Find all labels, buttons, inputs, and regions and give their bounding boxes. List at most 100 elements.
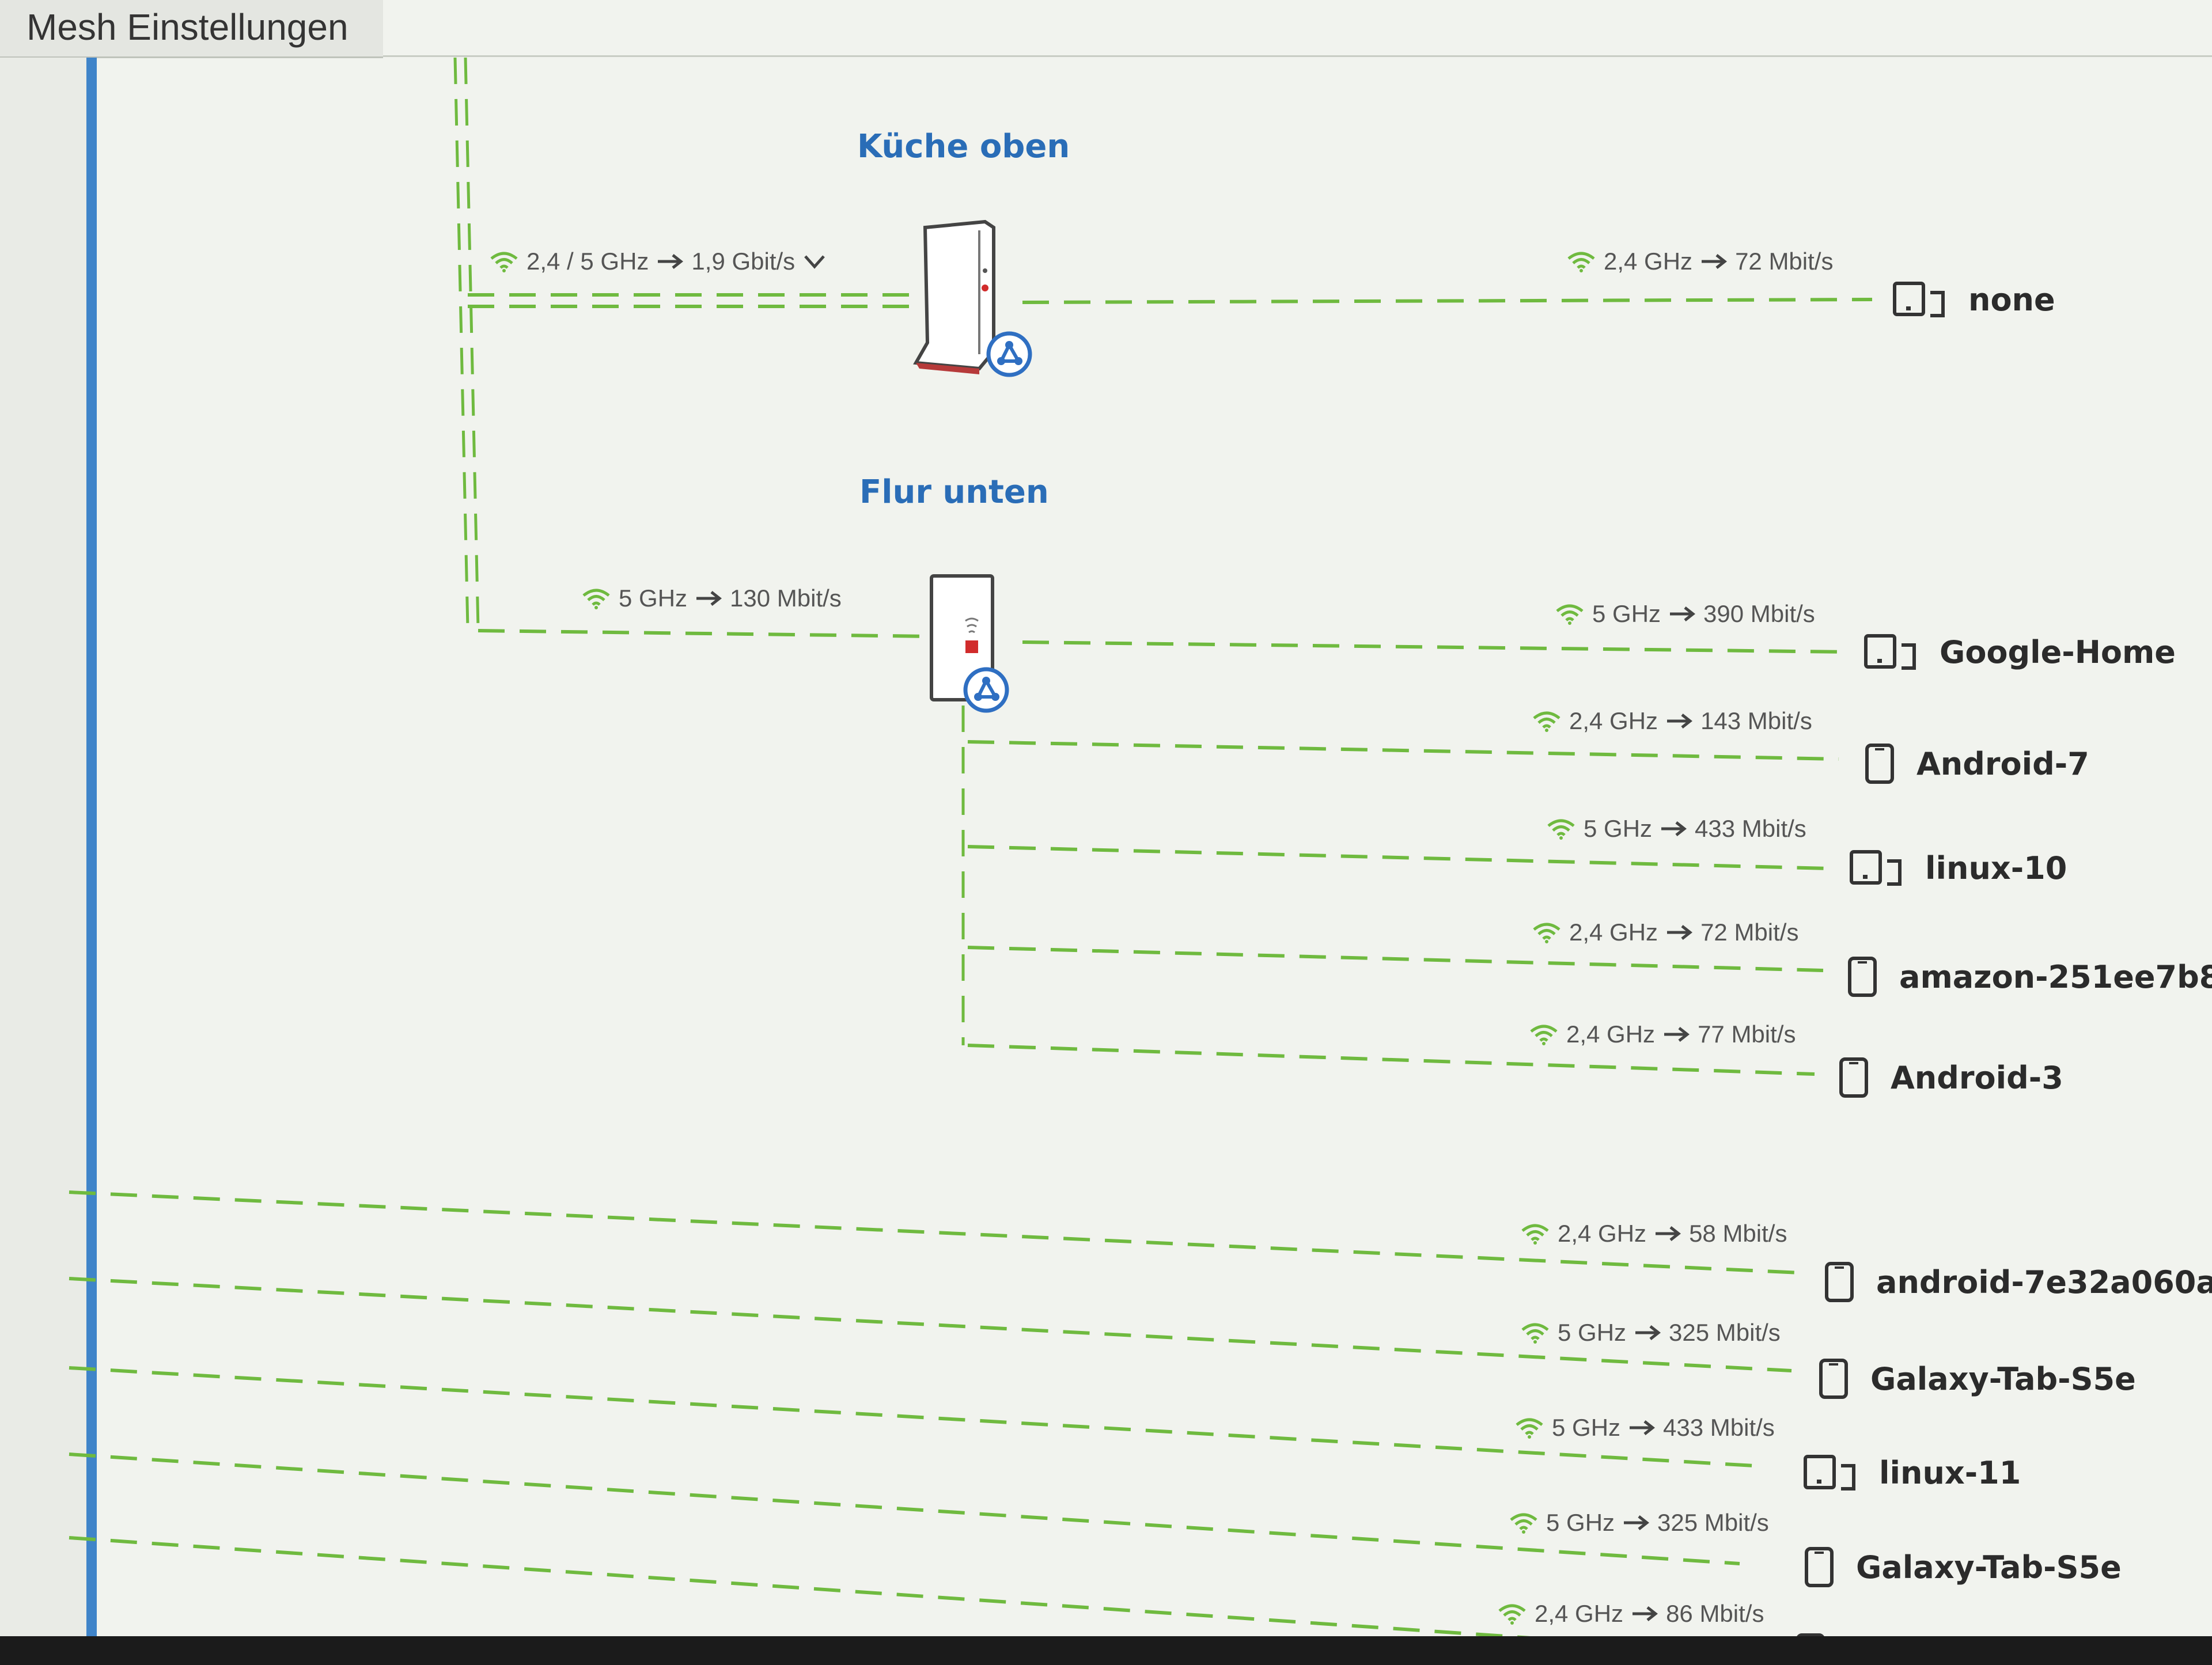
router-trunk-line — [464, 57, 480, 628]
wifi-icon — [1533, 923, 1560, 943]
repeater-device-flur[interactable] — [930, 574, 1009, 713]
client-device[interactable]: Galaxy-Tab-S5e — [1803, 1546, 2122, 1588]
repeater-device-kueche[interactable] — [913, 219, 1032, 377]
arrow-right-icon — [1633, 1606, 1658, 1621]
client-device[interactable]: linux-11 — [1803, 1454, 2021, 1491]
wifi-icon — [1556, 604, 1584, 625]
phone-icon — [1825, 1262, 1854, 1302]
band-label: 5 GHz — [1546, 1509, 1615, 1536]
client-device[interactable]: amazon-251ee7b87 — [1846, 956, 2212, 998]
left-panel-accent — [86, 58, 97, 1665]
client-link-line — [69, 1366, 1755, 1467]
wifi-icon — [1521, 1323, 1549, 1344]
tab-label: Mesh Einstellungen — [26, 6, 349, 48]
device-name: Google-Home — [1940, 634, 2176, 670]
arrow-right-icon — [1630, 1420, 1656, 1435]
wifi-icon — [1567, 252, 1595, 272]
arrow-right-icon — [1667, 714, 1693, 729]
rate-label: 143 Mbit/s — [1700, 707, 1812, 734]
rate-label: 433 Mbit/s — [1663, 1414, 1775, 1441]
client-device[interactable]: android-7e32a060ae — [1823, 1261, 2212, 1303]
phone-icon — [1805, 1547, 1834, 1587]
arrow-right-icon — [1656, 1226, 1681, 1241]
wifi-icon — [1521, 1224, 1549, 1245]
client-device[interactable]: Galaxy-Tab-S5e — [1817, 1358, 2136, 1399]
router-trunk-line — [453, 57, 469, 628]
node-title-kueche-oben[interactable]: Küche oben — [857, 128, 1070, 165]
computer-icon — [1804, 1455, 1855, 1490]
band-label: 2,4 GHz — [1604, 248, 1693, 275]
rate-label: 433 Mbit/s — [1695, 815, 1806, 842]
left-panel — [0, 58, 86, 1665]
computer-icon — [1893, 282, 1945, 317]
arrow-right-icon — [1670, 606, 1696, 621]
wifi-icon — [1516, 1418, 1543, 1439]
arrow-right-icon — [1635, 1325, 1661, 1340]
rate-label: 86 Mbit/s — [1666, 1600, 1764, 1627]
device-name: Android-7 — [1916, 745, 2089, 782]
tab-divider — [383, 55, 2212, 57]
device-name: Galaxy-Tab-S5e — [1856, 1549, 2122, 1586]
client-device[interactable]: none — [1892, 281, 2055, 318]
device-name: Android-3 — [1891, 1059, 2063, 1096]
wifi-icon — [490, 252, 518, 272]
device-name: android-7e32a060ae — [1876, 1264, 2212, 1300]
band-label: 2,4 GHz — [1569, 707, 1658, 734]
tab-mesh-settings[interactable]: Mesh Einstellungen — [0, 0, 383, 58]
client-link-line — [967, 845, 1830, 870]
device-name: Galaxy-Tab-S5e — [1870, 1360, 2136, 1397]
client-link-label: 2,4 GHz 77 Mbit/s — [1529, 1021, 1796, 1048]
arrow-right-icon — [1702, 254, 1728, 269]
client-device[interactable]: Android-3 — [1838, 1057, 2063, 1098]
rate-label: 390 Mbit/s — [1703, 600, 1815, 627]
band-label: 2,4 / 5 GHz — [527, 248, 649, 275]
computer-icon — [1864, 634, 1916, 670]
rate-label: 58 Mbit/s — [1689, 1220, 1787, 1247]
rate-label: 77 Mbit/s — [1698, 1021, 1796, 1048]
client-link-label: 2,4 GHz 143 Mbit/s — [1532, 707, 1812, 735]
client-device[interactable]: Google-Home — [1863, 634, 2176, 670]
client-device[interactable]: linux-10 — [1849, 849, 2067, 886]
arrow-right-icon — [1624, 1515, 1650, 1530]
device-name: none — [1968, 281, 2055, 318]
client-link-line — [1022, 640, 1847, 654]
phone-icon — [1839, 1057, 1868, 1098]
wifi-icon — [1498, 1604, 1526, 1625]
wifi-icon — [582, 589, 610, 609]
client-link-line — [69, 1536, 1665, 1649]
band-label: 5 GHz — [1592, 600, 1661, 627]
band-label: 2,4 GHz — [1535, 1600, 1624, 1627]
band-label: 2,4 GHz — [1558, 1220, 1647, 1247]
phone-icon — [1819, 1359, 1848, 1399]
client-link-label: 5 GHz 390 Mbit/s — [1555, 600, 1815, 628]
client-link-label: 5 GHz 433 Mbit/s — [1547, 815, 1806, 843]
chevron-down-icon[interactable] — [803, 253, 826, 270]
device-name: linux-10 — [1925, 849, 2067, 886]
rate-label: 130 Mbit/s — [730, 585, 842, 612]
rate-label: 325 Mbit/s — [1669, 1319, 1781, 1346]
arrow-right-icon — [1661, 821, 1687, 836]
band-label: 2,4 GHz — [1569, 919, 1658, 946]
band-label: 5 GHz — [619, 585, 688, 612]
phone-icon — [1865, 744, 1894, 784]
wifi-icon — [1530, 1025, 1558, 1045]
arrow-right-icon — [696, 591, 722, 606]
node-title-flur-unten[interactable]: Flur unten — [859, 473, 1049, 511]
client-link-label: 2,4 GHz 86 Mbit/s — [1498, 1600, 1764, 1628]
wifi-icon — [1510, 1513, 1537, 1534]
computer-icon — [1850, 850, 1902, 886]
uplink-line-flur — [478, 629, 931, 638]
band-label: 2,4 GHz — [1566, 1021, 1656, 1048]
phone-icon — [1848, 957, 1877, 997]
client-link-line — [1022, 298, 1873, 304]
band-label: 5 GHz — [1584, 815, 1653, 842]
wifi-icon — [1547, 819, 1575, 840]
client-device[interactable]: Android-7 — [1863, 743, 2089, 784]
